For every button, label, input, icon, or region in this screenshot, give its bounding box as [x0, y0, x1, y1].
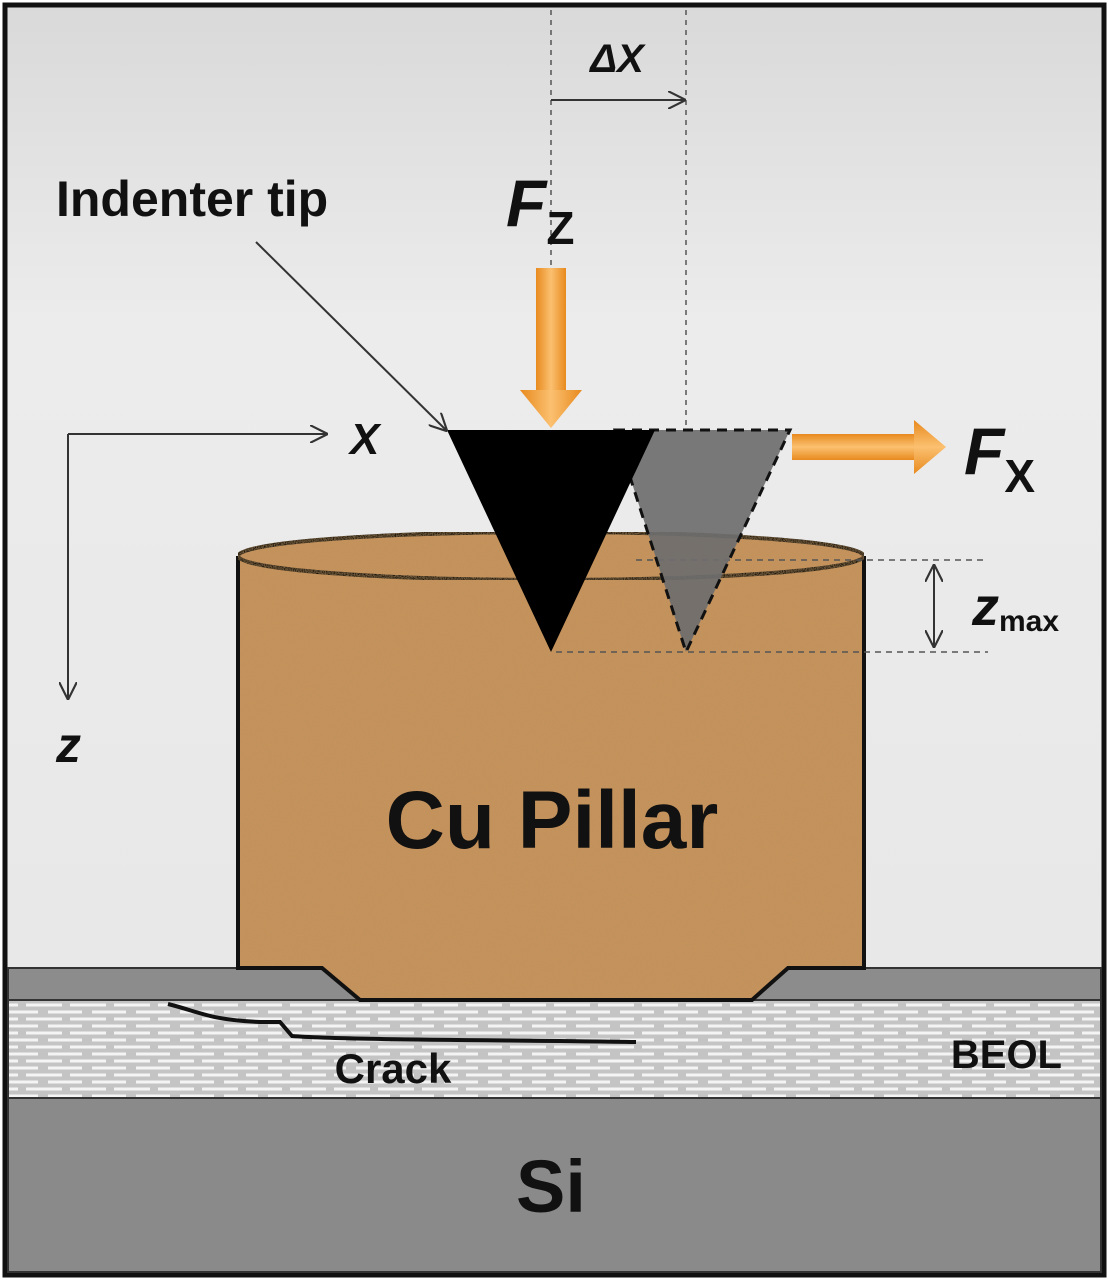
pillar-label: Cu Pillar: [386, 775, 719, 866]
zmax-sub: max: [999, 605, 1059, 638]
zmax-label: zmax: [971, 577, 1059, 638]
crack-label: Crack: [335, 1045, 452, 1092]
fx-main: F: [964, 414, 1006, 488]
zmax-main: z: [971, 577, 999, 637]
x-axis-label: X: [347, 415, 382, 464]
fz-label: FZ: [506, 166, 574, 254]
delta-x-label: ΔX: [588, 37, 646, 81]
crack-line: [167, 1002, 637, 1044]
indenter-tip: [447, 430, 655, 652]
cu-pillar-outline: [236, 556, 866, 1002]
fx-arrow: [792, 420, 946, 474]
fz-arrow: [520, 268, 582, 428]
indenter-tip-label: Indenter tip: [56, 171, 328, 227]
beol-label: BEOL: [951, 1033, 1062, 1077]
fx-label: FX: [964, 414, 1035, 502]
indenter-leader-line: [255, 241, 446, 430]
beol-layer: [7, 999, 1102, 1099]
silicon-substrate: [7, 1097, 1102, 1273]
fx-sub: X: [1004, 450, 1035, 502]
z-axis-label: z: [55, 717, 81, 773]
shifted-indenter-tip: [612, 428, 793, 657]
passivation-left: [7, 967, 363, 1001]
si-label: Si: [516, 1145, 586, 1228]
cu-pillar-body: [238, 556, 864, 1000]
passivation-right: [749, 967, 1102, 1001]
fz-main: F: [506, 166, 548, 240]
fz-sub: Z: [546, 202, 574, 254]
